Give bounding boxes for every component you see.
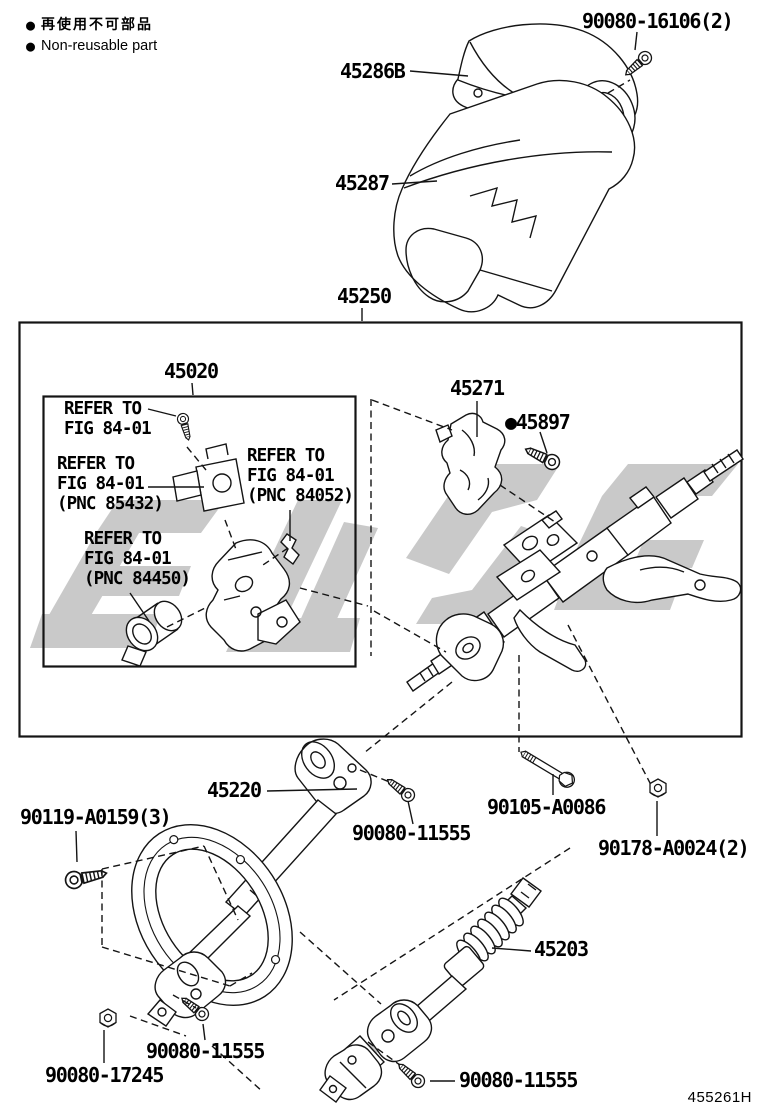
- intermediate-shaft-45220-lower: [146, 905, 252, 1027]
- intermediate-shaft-45220: [224, 738, 372, 917]
- nut-icon: [649, 778, 667, 798]
- legend-en-text: Non-reusable part: [41, 38, 158, 54]
- figure-code: 455261H: [687, 1089, 752, 1106]
- leader-lines: [75, 31, 658, 1082]
- legend-row-jp: ● 再使用不可部品: [26, 16, 157, 34]
- keyset-parts: [121, 443, 301, 667]
- legend-jp-text: 再使用不可部品: [41, 17, 154, 33]
- nut-icon: [99, 1008, 117, 1028]
- column-lower-cover-45287: [393, 79, 636, 313]
- keyset-45020-box: [42, 395, 357, 668]
- assembly-45250-box: [18, 321, 743, 738]
- bolt-icon: [516, 745, 578, 791]
- legend-row-en: ● Non-reusable part: [26, 37, 157, 55]
- steering-column-assembly: [406, 449, 744, 692]
- assembly-dashed-lines: [101, 79, 651, 1093]
- screw-icon: [175, 411, 195, 442]
- screw-icon: [383, 773, 418, 805]
- watermark: [30, 464, 738, 1080]
- screw-icon: [620, 48, 655, 81]
- non-reusable-bullet: ●: [26, 16, 36, 34]
- column-bracket-45271: [435, 412, 506, 515]
- non-reusable-bullet: ●: [26, 37, 36, 55]
- intermediate-shaft-45203: [319, 877, 542, 1103]
- legend: ● 再使用不可部品 ● Non-reusable part: [26, 16, 157, 58]
